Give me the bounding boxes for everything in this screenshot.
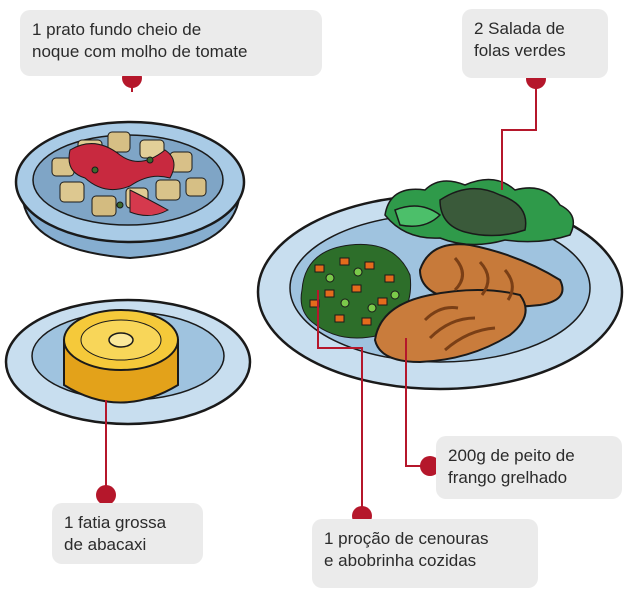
- gnocchi-food: [51, 131, 207, 217]
- vegetables: [300, 243, 412, 339]
- label-salad-line2: folas verdes: [474, 41, 566, 60]
- label-salad-line1: 2 Salada de: [474, 19, 565, 38]
- label-pineapple-line2: de abacaxi: [64, 535, 147, 554]
- label-chicken: 200g de peito de frango grelhado: [436, 436, 622, 499]
- label-vegetables-line2: e abobrinha cozidas: [324, 551, 477, 570]
- label-vegetables-line1: 1 proção de cenouras: [324, 529, 489, 548]
- dot-frango: [420, 456, 440, 476]
- label-vegetables: 1 proção de cenouras e abobrinha cozidas: [312, 519, 538, 588]
- label-chicken-line1: 200g de peito de: [448, 446, 575, 465]
- label-pineapple: 1 fatia grossa de abacaxi: [52, 503, 203, 564]
- main-plate: [256, 178, 624, 391]
- pineapple-slice: [63, 309, 179, 404]
- lettuce: [384, 178, 575, 246]
- pineapple-plate: [4, 298, 252, 426]
- label-gnocchi-line2: noque com molho de tomate: [32, 42, 248, 61]
- grilled-chicken: [373, 243, 564, 364]
- label-salad: 2 Salada de folas verdes: [462, 9, 608, 78]
- label-gnocchi: 1 prato fundo cheio de noque com molho d…: [20, 10, 322, 76]
- leader-cenoura: [317, 290, 363, 515]
- label-chicken-line2: frango grelhado: [448, 468, 568, 487]
- gnocchi-bowl: [14, 120, 246, 260]
- leader-salada: [501, 80, 537, 190]
- label-gnocchi-line1: 1 prato fundo cheio de: [32, 20, 202, 39]
- dot-abacaxi: [96, 485, 116, 505]
- label-pineapple-line1: 1 fatia grossa: [64, 513, 167, 532]
